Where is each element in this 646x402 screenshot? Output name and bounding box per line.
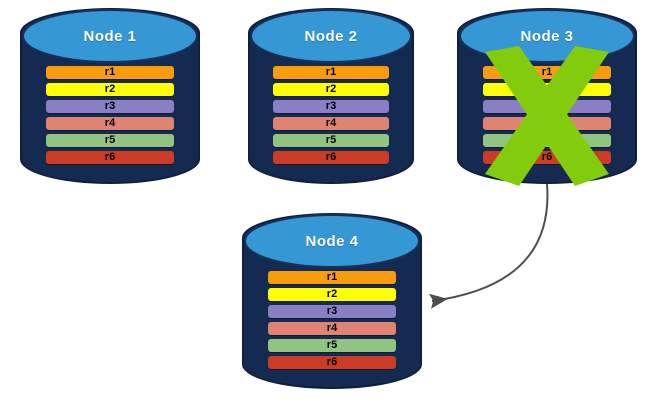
node-2-row-r1[interactable]: r1 bbox=[273, 66, 389, 79]
node-3-row-r1[interactable]: r1 bbox=[483, 66, 611, 79]
node-4-row-r1[interactable]: r1 bbox=[268, 271, 396, 284]
node-1-row-list: r1 r2 r3 r4 r5 r6 bbox=[46, 66, 174, 164]
node-4[interactable]: Node 4 r1 r2 r3 r4 r5 r6 bbox=[242, 213, 422, 389]
node-2-row-r6-label: r6 bbox=[325, 151, 337, 163]
node-2-row-r3[interactable]: r3 bbox=[273, 100, 389, 113]
node-3-row-r2[interactable]: r2 bbox=[483, 83, 611, 96]
node-3-row-r3-label: r3 bbox=[541, 100, 553, 112]
node-1-row-r4-label: r4 bbox=[104, 117, 116, 129]
node-3-row-r4[interactable]: r4 bbox=[483, 117, 611, 130]
node-4-cylinder-top: Node 4 bbox=[244, 214, 420, 268]
node-1-row-r1[interactable]: r1 bbox=[46, 66, 174, 79]
node-4-row-r1-label: r1 bbox=[326, 271, 338, 283]
node-3-row-r5-label: r5 bbox=[541, 134, 553, 146]
node-4-row-list: r1 r2 r3 r4 r5 r6 bbox=[268, 271, 396, 369]
node-4-row-r5[interactable]: r5 bbox=[268, 339, 396, 352]
node-3-row-r4-label: r4 bbox=[541, 117, 553, 129]
node-1-row-r2[interactable]: r2 bbox=[46, 83, 174, 96]
node-4-row-r2-label: r2 bbox=[326, 288, 338, 300]
node-1-row-r4[interactable]: r4 bbox=[46, 117, 174, 130]
node-1-row-r3-label: r3 bbox=[104, 100, 116, 112]
node-3-row-r6-label: r6 bbox=[541, 151, 553, 163]
node-1-row-r3[interactable]: r3 bbox=[46, 100, 174, 113]
node-4-row-r6[interactable]: r6 bbox=[268, 356, 396, 369]
node-1-row-r2-label: r2 bbox=[104, 83, 116, 95]
node-2-row-r4[interactable]: r4 bbox=[273, 117, 389, 130]
node-2-cylinder-top: Node 2 bbox=[250, 9, 412, 63]
node-3-row-list: r1 r2 r3 r4 r5 r6 bbox=[483, 66, 611, 164]
node-2-row-r5-label: r5 bbox=[325, 134, 337, 146]
node-3-cylinder-top: Node 3 bbox=[459, 9, 635, 63]
node-3-row-r5[interactable]: r5 bbox=[483, 134, 611, 147]
node-3-row-r6[interactable]: r6 bbox=[483, 151, 611, 164]
node-4-row-r3-label: r3 bbox=[326, 305, 338, 317]
node-2-row-r2[interactable]: r2 bbox=[273, 83, 389, 96]
node-1-title: Node 1 bbox=[83, 27, 137, 45]
node-1-row-r6-label: r6 bbox=[104, 151, 116, 163]
node-1[interactable]: Node 1 r1 r2 r3 r4 r5 r6 bbox=[20, 8, 200, 184]
node-2-row-r4-label: r4 bbox=[325, 117, 337, 129]
node-4-row-r3[interactable]: r3 bbox=[268, 305, 396, 318]
node-3[interactable]: Node 3 r1 r2 r3 r4 r5 r6 bbox=[457, 8, 637, 186]
node-3-row-r1-label: r1 bbox=[541, 66, 553, 78]
node-2-row-r2-label: r2 bbox=[325, 83, 337, 95]
replication-arrow bbox=[429, 183, 549, 309]
node-4-row-r5-label: r5 bbox=[326, 339, 338, 351]
node-1-row-r6[interactable]: r6 bbox=[46, 151, 174, 164]
node-3-row-r3[interactable]: r3 bbox=[483, 100, 611, 113]
node-4-row-r2[interactable]: r2 bbox=[268, 288, 396, 301]
node-1-row-r1-label: r1 bbox=[104, 66, 116, 78]
node-1-row-r5[interactable]: r5 bbox=[46, 134, 174, 147]
node-2-title: Node 2 bbox=[304, 27, 358, 45]
node-2-row-r1-label: r1 bbox=[325, 66, 337, 78]
node-2-row-r3-label: r3 bbox=[325, 100, 337, 112]
node-4-row-r4[interactable]: r4 bbox=[268, 322, 396, 335]
node-1-cylinder-top: Node 1 bbox=[22, 9, 198, 63]
node-3-row-r2-label: r2 bbox=[541, 83, 553, 95]
node-3-title: Node 3 bbox=[520, 27, 574, 45]
node-2-row-list: r1 r2 r3 r4 r5 r6 bbox=[273, 66, 389, 164]
node-1-row-r5-label: r5 bbox=[104, 134, 116, 146]
node-4-row-r6-label: r6 bbox=[326, 356, 338, 368]
node-4-row-r4-label: r4 bbox=[326, 322, 338, 334]
node-2-row-r6[interactable]: r6 bbox=[273, 151, 389, 164]
node-2[interactable]: Node 2 r1 r2 r3 r4 r5 r6 bbox=[248, 8, 414, 184]
node-4-title: Node 4 bbox=[305, 232, 359, 250]
node-2-row-r5[interactable]: r5 bbox=[273, 134, 389, 147]
